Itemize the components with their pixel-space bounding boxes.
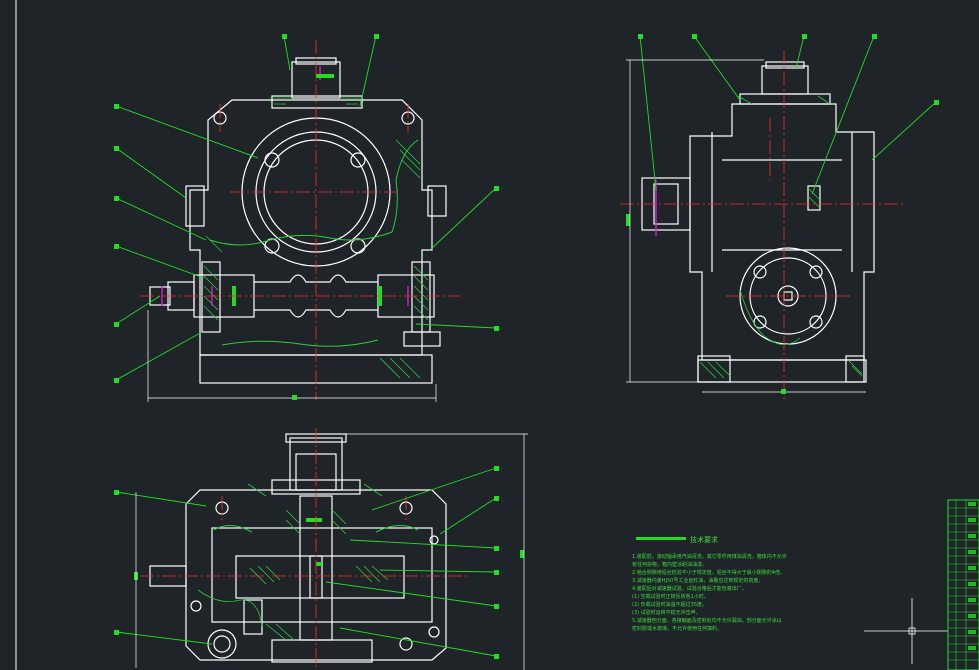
tech-line: 密封胶或水玻璃，不允许使用任何填料。	[632, 625, 722, 632]
tech-title: 技术要求	[690, 535, 718, 544]
ucs-crosshair	[864, 598, 948, 664]
plan-view	[114, 428, 528, 670]
parts-list-table	[947, 499, 979, 670]
tech-lines: 1.装配前，滚动轴承用汽油清洗，其它零件用煤油清洗，箱体内不允许 有任何杂物，箱…	[632, 553, 787, 632]
tech-line: 5.减速器剖分面、各接触面及密封处均不允许漏油，剖分面允许涂以	[632, 617, 782, 624]
tech-line: 2.啮合侧隙用铅丝检验不小于规定值，铅丝不得大于最小侧隙的4倍。	[632, 569, 785, 576]
tech-line: (1) 空载试验时正转反转各1小时。	[632, 593, 709, 600]
tech-line: 4.装配后对减速器试验，试验合格后才能包装出厂。	[632, 585, 747, 592]
tech-line: (3) 试验时运转平稳无冲击声。	[632, 609, 701, 616]
tech-title-bar	[636, 537, 686, 540]
tech-line: 1.装配前，滚动轴承用汽油清洗，其它零件用煤油清洗，箱体内不允许	[632, 553, 787, 560]
tech-line: 有任何杂物，箱内壁涂耐油油漆。	[632, 561, 707, 568]
tech-line: (2) 负载试验时油温不超过35度。	[632, 601, 707, 608]
tech-line: 3.减速器内装HJ50号工业齿轮油，油量应达到规定的高度。	[632, 577, 763, 584]
technical-requirements: 技术要求 1.装配前，滚动轴承用汽油清洗，其它零件用煤油清洗，箱体内不允许 有任…	[632, 535, 787, 632]
front-view	[114, 34, 499, 402]
side-view	[620, 34, 939, 400]
